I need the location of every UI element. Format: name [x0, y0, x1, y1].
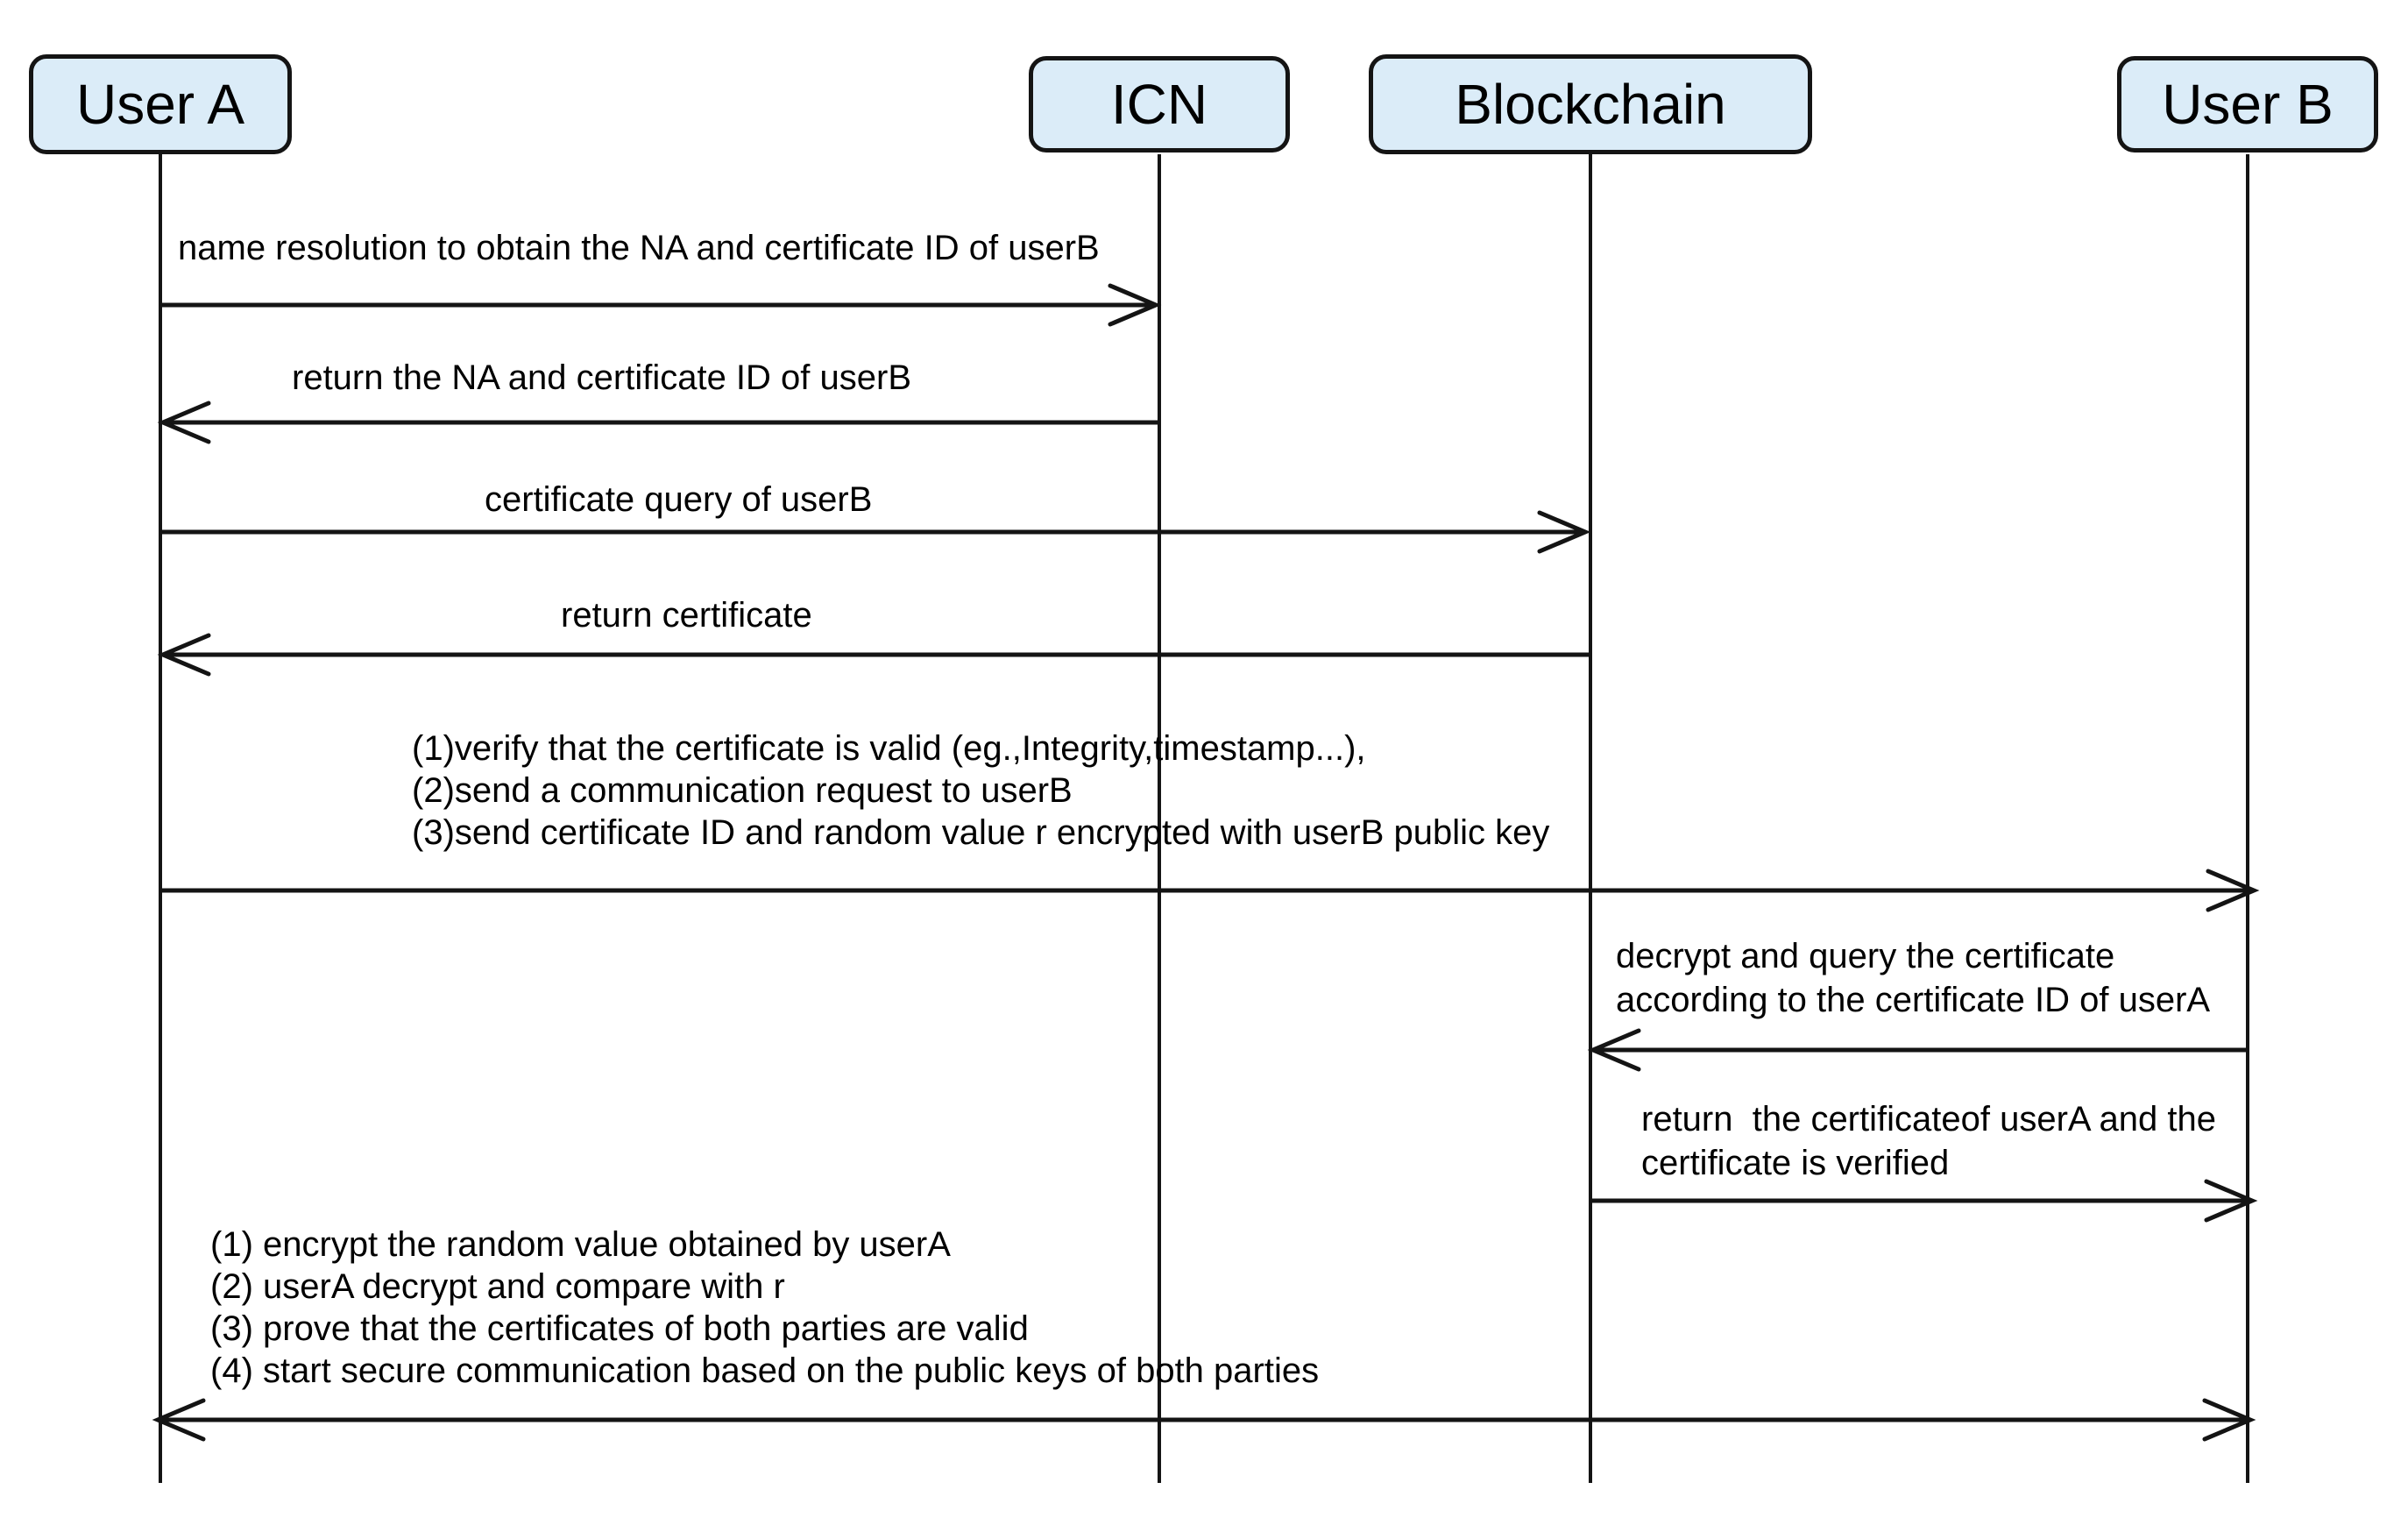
- message-label-5: (1)verify that the certificate is valid …: [412, 727, 1549, 854]
- arrowhead-right-icon: [1108, 283, 1162, 327]
- arrowhead-right-icon: [2206, 869, 2260, 912]
- arrowhead-left-icon: [157, 633, 211, 677]
- actor-label-icn: ICN: [1110, 73, 1208, 136]
- message-line: return certificate: [561, 596, 812, 635]
- message-label-1: name resolution to obtain the NA and cer…: [178, 227, 1100, 270]
- message-arrow-3-certificate-query: [160, 510, 1591, 554]
- message-arrow-8-secure-communication: [152, 1398, 2256, 1442]
- actor-label-user-b: User B: [2162, 73, 2334, 136]
- actor-label-user-a: User A: [75, 73, 245, 136]
- message-label-4: return certificate: [561, 594, 812, 637]
- actor-box-blockchain: Blockchain: [1369, 54, 1812, 154]
- message-label-7: return the certificateof userA and the c…: [1641, 1097, 2216, 1185]
- message-line: (2) userA decrypt and compare with r: [210, 1267, 785, 1306]
- actor-label-blockchain: Blockchain: [1455, 73, 1726, 136]
- message-line: certificate is verified: [1641, 1144, 1950, 1182]
- message-line: (4) start secure communication based on …: [210, 1351, 1320, 1390]
- arrowhead-right-icon: [2204, 1179, 2258, 1223]
- message-arrow-6-decrypt-query: [1587, 1028, 2248, 1072]
- arrowhead-left-icon: [157, 401, 211, 444]
- arrowhead-left-icon: [1587, 1028, 1641, 1072]
- message-label-2: return the NA and certificate ID of user…: [292, 357, 911, 400]
- message-line: (2)send a communication request to userB: [412, 771, 1073, 810]
- message-line: (3)send certificate ID and random value …: [412, 813, 1550, 852]
- message-arrow-2-return-na: [157, 401, 1159, 444]
- message-arrow-5-communication-request: [160, 869, 2260, 912]
- message-line: decrypt and query the certificate: [1616, 937, 2115, 975]
- message-arrow-7-return-certificate-usera: [1590, 1179, 2258, 1223]
- message-line: (1) encrypt the random value obtained by…: [210, 1225, 951, 1264]
- arrowhead-right-icon: [2202, 1398, 2256, 1442]
- arrowhead-left-icon: [152, 1398, 206, 1442]
- actor-box-user-b: User B: [2117, 56, 2378, 152]
- message-line: (3) prove that the certificates of both …: [210, 1309, 1029, 1348]
- message-line: (1)verify that the certificate is valid …: [412, 729, 1366, 768]
- message-line: return the certificateof userA and the: [1641, 1100, 2216, 1138]
- message-label-6: decrypt and query the certificate accord…: [1616, 934, 2210, 1022]
- actor-box-icn: ICN: [1029, 56, 1290, 152]
- message-arrow-1-name-resolution: [160, 283, 1162, 327]
- message-label-3: certificate query of userB: [485, 479, 872, 521]
- message-line: according to the certificate ID of userA: [1616, 981, 2211, 1019]
- message-line: name resolution to obtain the NA and cer…: [178, 229, 1100, 267]
- message-line: return the NA and certificate ID of user…: [292, 358, 912, 397]
- arrowhead-right-icon: [1537, 510, 1591, 554]
- message-arrow-4-return-certificate: [157, 633, 1590, 677]
- message-label-8: (1) encrypt the random value obtained by…: [210, 1224, 1319, 1392]
- message-line: certificate query of userB: [485, 480, 873, 519]
- actor-box-user-a: User A: [29, 54, 292, 154]
